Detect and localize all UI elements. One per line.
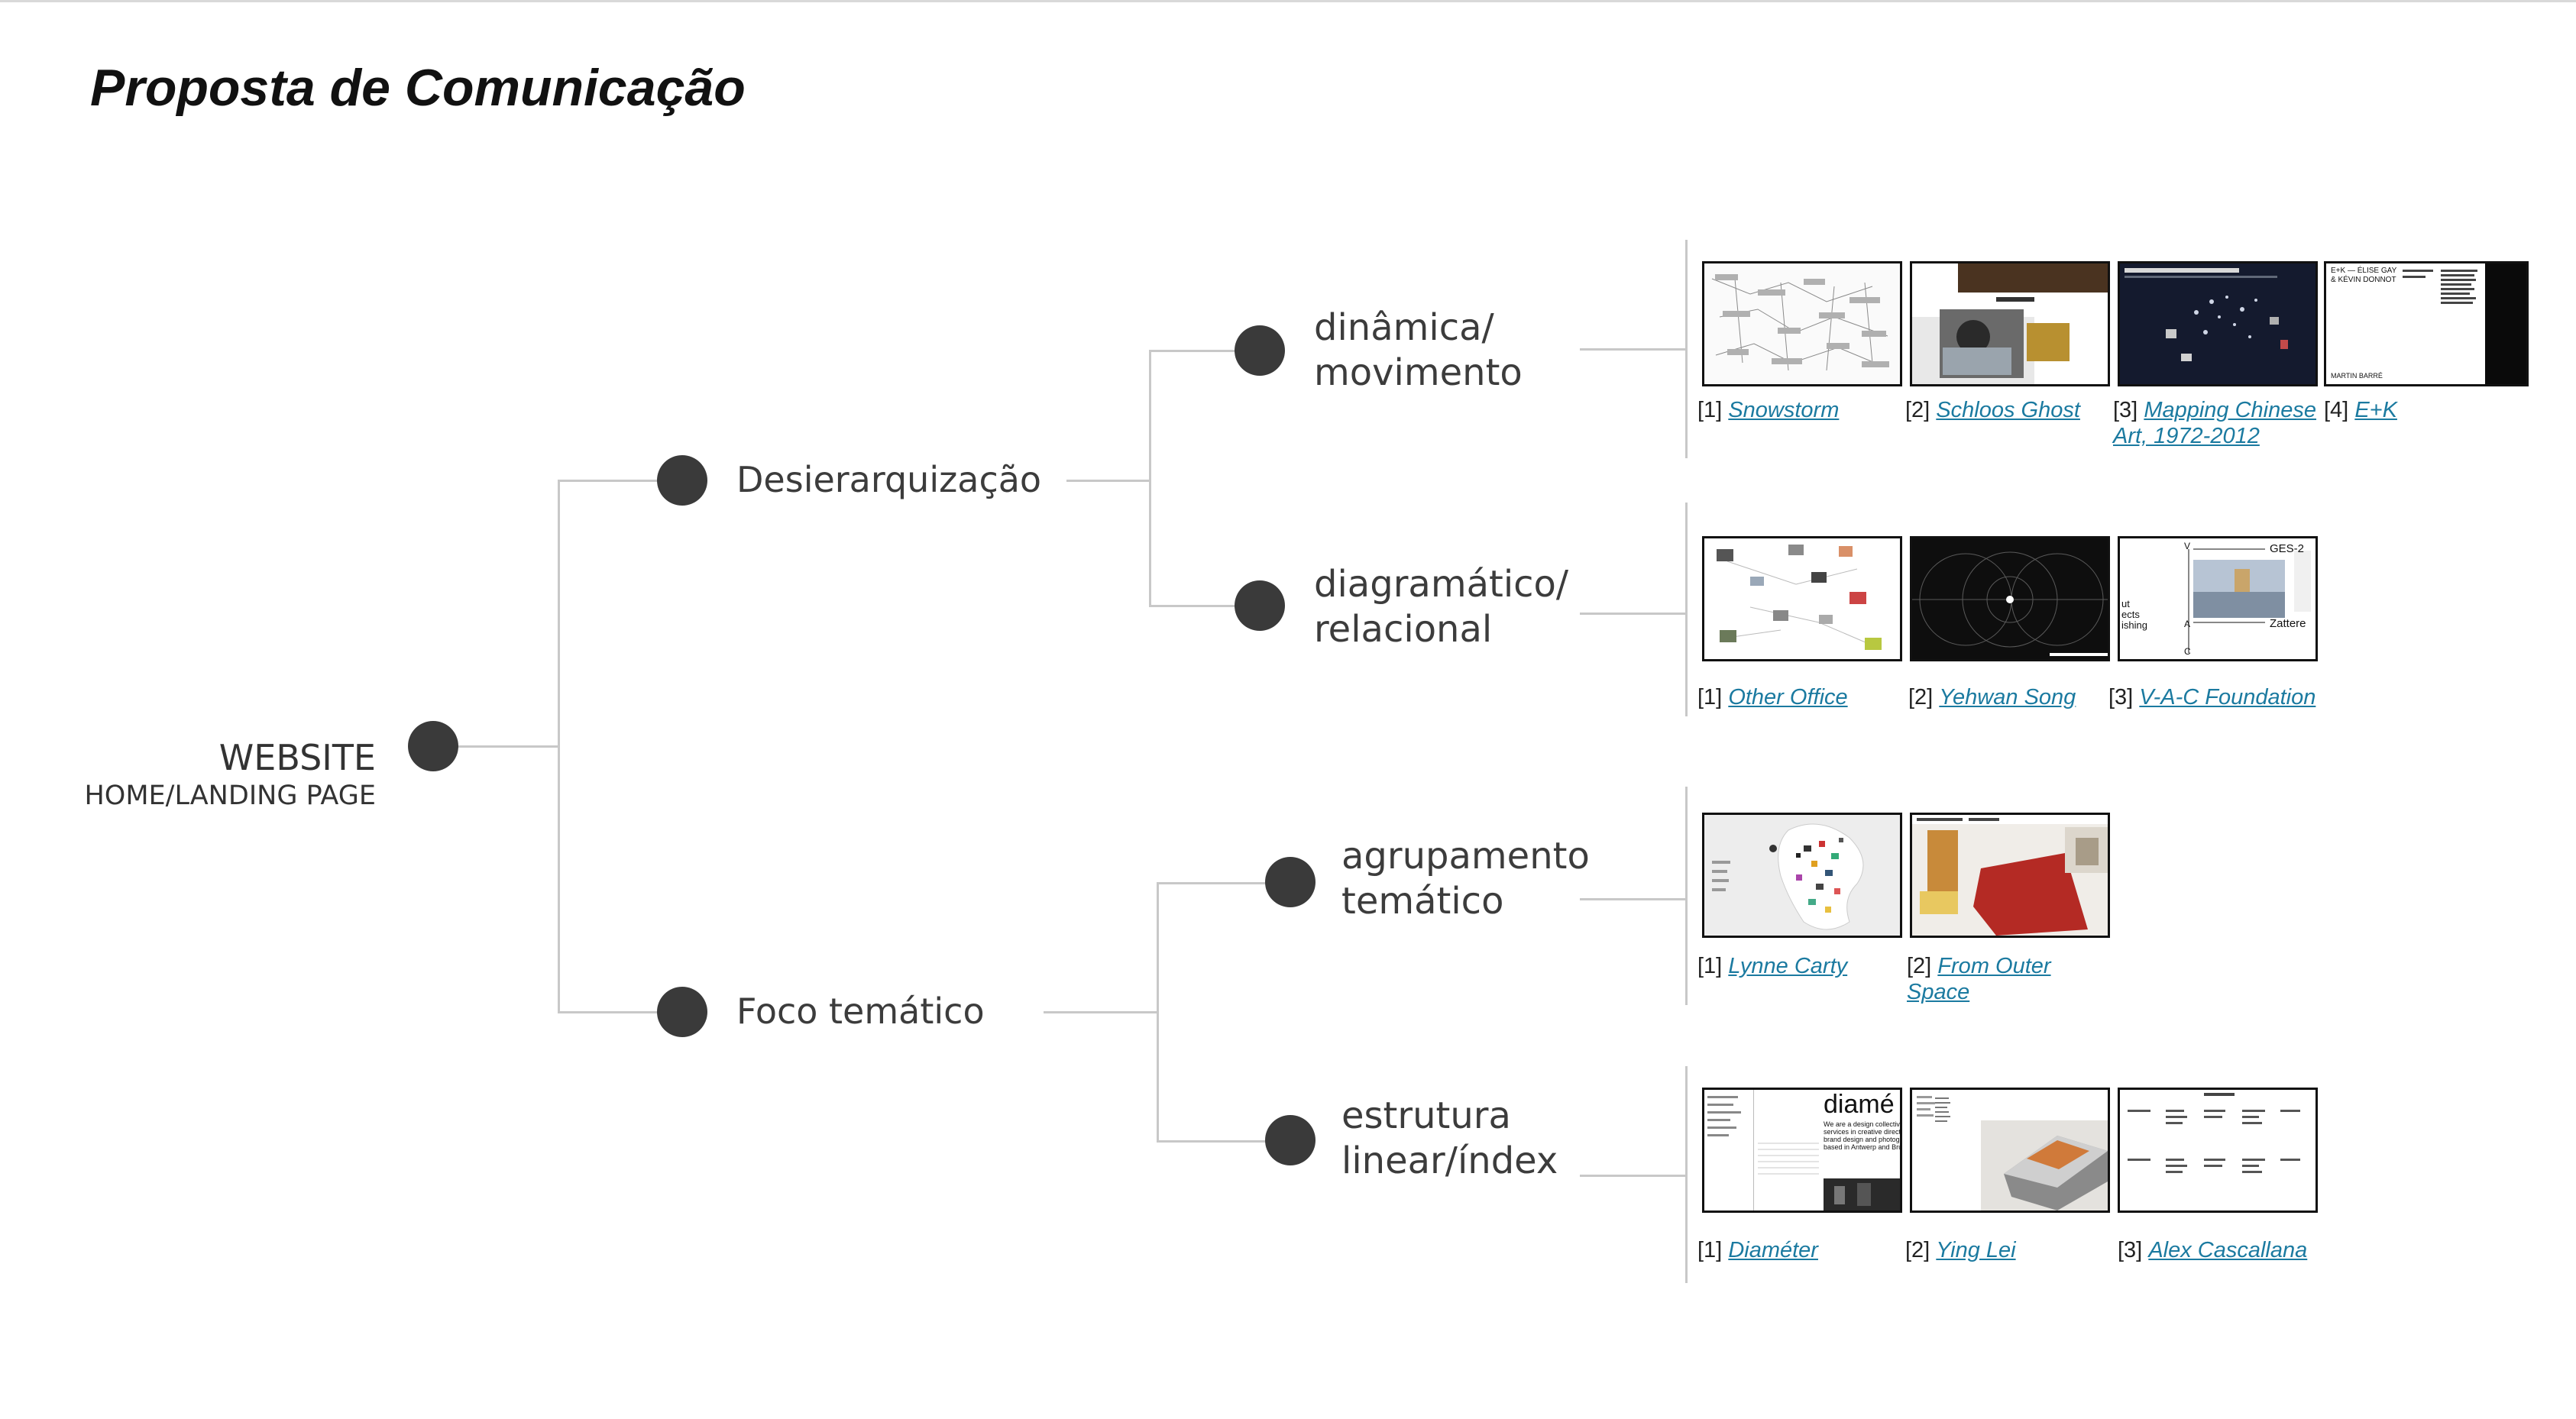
leaf-node (1265, 1115, 1316, 1165)
reference-caption[interactable]: [1] Other Office (1697, 685, 1848, 710)
reference-link[interactable]: Schloos Ghost (1936, 398, 2080, 422)
connector (558, 480, 560, 1013)
root-node (408, 721, 458, 771)
bracket (1685, 787, 1688, 1005)
leaf-label: estrutura linear/índex (1341, 1094, 1558, 1182)
reference-link[interactable]: Yehwan Song (1939, 685, 2076, 710)
bracket (1685, 240, 1688, 458)
top-divider (0, 0, 2576, 2)
thumb-text: A (2184, 619, 2190, 629)
reference-link[interactable]: Diaméter (1728, 1238, 1818, 1262)
thumb-text: We are a design collective (1824, 1120, 1900, 1128)
reference-link[interactable]: Lynne Carty (1728, 954, 1848, 978)
reference-caption[interactable]: [2] Schloos Ghost (1905, 398, 2080, 422)
leaf-label: diagramático/ relacional (1314, 563, 1569, 651)
reference-link[interactable]: V-A-C Foundation (2139, 685, 2316, 710)
connector (1149, 350, 1151, 606)
reference-thumbnail[interactable] (2118, 1088, 2318, 1213)
thumb-text: brand design and photogra (1824, 1136, 1900, 1143)
connector (1157, 1140, 1271, 1143)
leaf-node (1235, 580, 1285, 631)
branch-label: Foco temático (736, 991, 985, 1032)
connector (1066, 480, 1150, 482)
reference-caption[interactable]: [4] E+K (2324, 398, 2397, 422)
branch-node (657, 987, 707, 1037)
reference-thumbnail[interactable] (1910, 261, 2110, 386)
branch-node (657, 455, 707, 506)
reference-link[interactable]: E+K (2354, 398, 2397, 422)
leaf-node (1235, 325, 1285, 376)
leaf-label: dinâmica/ movimento (1314, 306, 1523, 394)
reference-caption[interactable]: [2] Ying Lei (1905, 1238, 2016, 1262)
reference-thumbnail[interactable] (1702, 813, 1902, 938)
reference-link[interactable]: Alex Cascallana (2148, 1238, 2308, 1262)
reference-thumbnail[interactable] (1910, 536, 2110, 661)
thumb-text: E+K — ÉLISE GAY (2331, 265, 2397, 275)
reference-caption[interactable]: [3] V-A-C Foundation (2108, 685, 2316, 710)
connector (1149, 605, 1241, 607)
reference-link[interactable]: Other Office (1728, 685, 1848, 710)
connector (1580, 898, 1687, 900)
thumb-text: ut (2121, 598, 2130, 609)
reference-thumbnail[interactable] (1910, 813, 2110, 938)
thumb-text: services in creative direct (1824, 1128, 1900, 1136)
thumb-text: & KÉVIN DONNOT (2331, 274, 2396, 284)
thumb-text: Zattere (2270, 617, 2306, 630)
reference-thumbnail[interactable]: V GES-2 ut ects ishing A Zattere C (2118, 536, 2318, 661)
reference-link[interactable]: Ying Lei (1936, 1238, 2016, 1262)
bracket (1685, 1066, 1688, 1283)
leaf-label: agrupamento temático (1341, 835, 1590, 923)
connector (1157, 882, 1159, 1142)
reference-caption[interactable]: [2] Yehwan Song (1908, 685, 2076, 710)
reference-thumbnail[interactable]: diamé We are a design collective service… (1702, 1088, 1902, 1213)
reference-caption[interactable]: [1] Snowstorm (1697, 398, 1840, 422)
thumb-text: diamé (1824, 1090, 1895, 1119)
reference-thumbnail[interactable]: E+K — ÉLISE GAY & KÉVIN DONNOT MARTIN BA… (2324, 261, 2529, 386)
thumb-text: V (2184, 541, 2190, 551)
branch-label: Desierarquização (736, 459, 1042, 500)
connector (1149, 350, 1241, 352)
reference-thumbnail[interactable] (1910, 1088, 2110, 1213)
bracket (1685, 503, 1688, 716)
leaf-node (1265, 857, 1316, 907)
connector (558, 1011, 665, 1013)
reference-link[interactable]: From Outer Space (1907, 954, 2051, 1005)
reference-caption[interactable]: [2] From Outer Space (1907, 954, 2051, 1005)
thumb-text: ishing (2121, 619, 2147, 631)
reference-caption[interactable]: [3] Mapping Chinese Art, 1972-2012 (2113, 398, 2317, 449)
reference-caption[interactable]: [1] Diaméter (1697, 1238, 1818, 1262)
reference-caption[interactable]: [3] Alex Cascallana (2118, 1238, 2308, 1262)
thumb-text: MARTIN BARRÉ (2331, 372, 2383, 380)
connector (558, 480, 665, 482)
thumb-text: GES-2 (2270, 542, 2304, 555)
connector (455, 745, 559, 748)
reference-link[interactable]: Snowstorm (1728, 398, 1840, 422)
connector (1580, 348, 1687, 351)
reference-thumbnail[interactable] (2118, 261, 2318, 386)
thumb-text: C (2184, 646, 2191, 657)
connector (1580, 1175, 1687, 1177)
thumb-text: ects (2121, 609, 2140, 620)
page-title: Proposta de Comunicação (90, 59, 746, 117)
thumb-text: based in Antwerp and Brus (1824, 1143, 1900, 1151)
root-subtitle: HOME/LANDING PAGE (84, 781, 376, 811)
root-title: WEBSITE (218, 737, 376, 778)
reference-thumbnail[interactable] (1702, 261, 1902, 386)
connector (1157, 882, 1271, 884)
reference-thumbnail[interactable] (1702, 536, 1902, 661)
connector (1044, 1011, 1158, 1013)
reference-caption[interactable]: [1] Lynne Carty (1697, 954, 1848, 978)
connector (1580, 613, 1687, 615)
reference-link[interactable]: Mapping Chinese Art, 1972-2012 (2113, 398, 2317, 449)
